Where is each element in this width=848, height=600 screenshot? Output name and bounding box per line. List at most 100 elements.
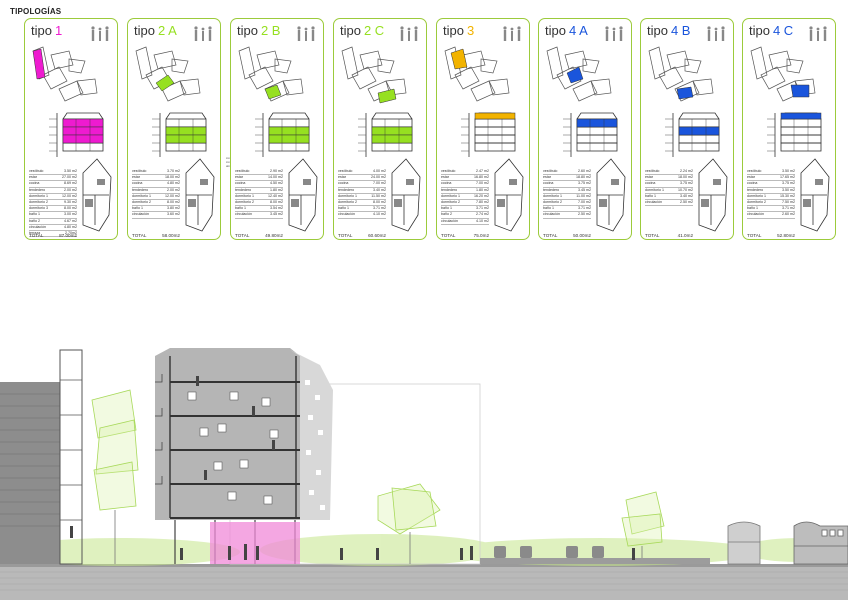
room-area: 3.50 m2: [782, 187, 795, 192]
tree-middle: [377, 483, 441, 564]
room-name: cocina: [441, 181, 452, 186]
room-name: baño 1: [543, 206, 554, 211]
tram-right: [793, 521, 848, 565]
room-area: 3.45 m2: [578, 187, 591, 192]
room-name: vestíbulo: [441, 169, 456, 173]
room-name: baño 1: [441, 206, 452, 211]
room-name: circulación: [338, 212, 355, 217]
room-area: 8.00 m2: [270, 200, 283, 205]
main-building-section: [155, 348, 333, 564]
room-area: 17.65 m2: [780, 175, 795, 180]
unit-floor-plan: [182, 155, 218, 233]
room-area: 3.71 m2: [476, 206, 489, 211]
room-area: 27.00 m2: [62, 175, 77, 180]
area-row: baño 1 3.80 m2: [132, 206, 180, 213]
room-name: cocina: [132, 181, 143, 186]
room-area: 18.00 m2: [165, 175, 180, 180]
room-name: cocina: [747, 181, 758, 186]
typology-number: 3: [466, 23, 475, 38]
room-area: 3.75 m2: [782, 181, 795, 186]
room-area: 12.40 m2: [268, 193, 283, 198]
room-area: 2.00 m2: [64, 187, 77, 192]
room-area: 9.30 m2: [64, 200, 77, 205]
room-area: 3.40 m2: [373, 187, 386, 192]
total-label: TOTAL: [235, 233, 250, 238]
room-area: 3.71 m2: [373, 206, 386, 211]
room-area: 2.50 m2: [578, 212, 591, 217]
room-name: tendedero: [747, 187, 764, 192]
block-plan-diagram: [132, 45, 218, 107]
room-name: vestíbulo: [132, 169, 147, 173]
block-plan-diagram: [338, 45, 424, 107]
room-area: 3.70 m2: [167, 169, 180, 173]
room-name: baño 1: [338, 206, 349, 211]
room-name: baño 1: [645, 193, 656, 198]
total-value: 87.00m2: [59, 233, 77, 238]
room-name: dormitorio 1: [132, 193, 151, 198]
room-name: terraza: [29, 231, 41, 236]
typology-number: 2 B: [260, 23, 281, 38]
total-label: TOTAL: [747, 233, 762, 238]
unit-floor-plan: [285, 155, 321, 233]
room-name: cocina: [645, 181, 656, 186]
total-label: TOTAL: [543, 233, 558, 238]
unit-floor-plan: [797, 155, 833, 233]
typology-label: tipo: [749, 23, 770, 38]
elevation-diagram: [132, 109, 218, 161]
room-area: 18.80 m2: [576, 175, 591, 180]
room-area: 2.74 m2: [476, 212, 489, 217]
room-name: dormitorio 3: [29, 206, 48, 211]
total-area: TOTAL 52.80m2: [747, 233, 795, 238]
room-name: tendedero: [29, 187, 46, 192]
unit-floor-plan: [593, 155, 629, 233]
room-area: 8.69 m2: [64, 181, 77, 186]
building-section-drawing: [0, 348, 848, 600]
room-name: circulación: [29, 224, 46, 229]
total-value: 58.00m2: [162, 233, 180, 238]
room-name: dormitorio 2: [441, 200, 460, 205]
room-area: 2.50 m2: [680, 200, 693, 205]
elevation-diagram: [29, 109, 115, 161]
room-area: 4.00 m2: [373, 169, 386, 173]
unit-floor-plan: [491, 155, 527, 233]
room-area: 7.00 m2: [476, 181, 489, 186]
room-name: dormitorio 2: [235, 200, 254, 205]
room-area: 1.80 m2: [270, 187, 283, 192]
room-name: cocina: [29, 181, 40, 186]
total-value: 52.80m2: [777, 233, 795, 238]
area-row: cocina 8.69 m2: [29, 181, 77, 188]
typology-number: 4 A: [568, 23, 588, 38]
room-name: baño 1: [132, 206, 143, 211]
room-area: 3.80 m2: [167, 206, 180, 211]
area-row: vestíbulo 3.70 m2: [132, 169, 180, 176]
total-label: TOTAL: [441, 233, 456, 238]
room-name: vestíbulo: [543, 169, 558, 173]
